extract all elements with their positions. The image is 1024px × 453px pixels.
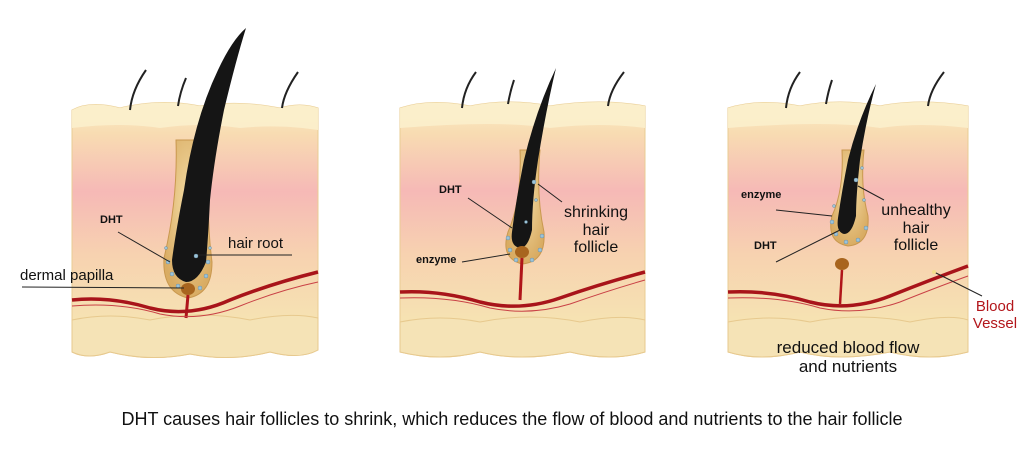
capillary — [838, 269, 844, 305]
label-enzyme: enzyme — [416, 254, 457, 266]
follicle-cells — [829, 166, 869, 245]
skin-top-layer — [728, 102, 968, 128]
vessel-marker — [932, 270, 936, 274]
label-dht: DHT — [100, 214, 123, 226]
skin-top-layer — [72, 102, 318, 130]
capillary — [184, 294, 190, 319]
blood-vessel — [71, 270, 319, 314]
short-hair — [785, 71, 801, 109]
skin-bottom-layer — [399, 316, 646, 358]
capillary — [518, 257, 524, 301]
dermal-papilla — [181, 283, 195, 295]
follicle-cells — [505, 179, 545, 263]
blood-vessel — [399, 270, 646, 308]
detached-papilla — [835, 258, 849, 270]
label-unhealthy-follicle: unhealthy hair follicle — [881, 202, 951, 255]
leader-enzyme — [461, 253, 511, 263]
short-hair — [927, 71, 945, 107]
skin-bottom-layer — [727, 316, 969, 358]
caption: DHT causes hair follicles to shrink, whi… — [121, 409, 903, 429]
label-dht: DHT — [439, 184, 462, 196]
blood-vessel — [727, 264, 969, 308]
blood-vessel-thin — [71, 281, 319, 318]
label-blood-vessel: Blood Vessel — [972, 298, 1018, 332]
label-enzyme: enzyme — [741, 189, 782, 201]
hair-shaft — [172, 28, 246, 282]
hair-shaft — [511, 68, 556, 248]
follicle-cells — [164, 246, 212, 291]
leader-blood-vessel — [933, 271, 983, 297]
leader-dermal-papilla — [21, 286, 185, 289]
short-hair — [281, 71, 299, 109]
leader-dht — [467, 197, 513, 229]
skin-bottom-layer — [71, 314, 319, 359]
skin-top-layer — [400, 102, 645, 128]
short-hair — [177, 77, 187, 107]
panel-3-unhealthy — [727, 71, 983, 358]
blood-vessel-thin — [399, 279, 646, 312]
short-hair — [507, 79, 515, 105]
panel-2-shrinking — [399, 68, 646, 358]
short-hair — [825, 79, 833, 105]
leader-enzyme — [775, 209, 833, 217]
leader-dht — [775, 229, 841, 263]
label-shrinking-follicle: shrinking hair follicle — [563, 204, 629, 257]
dermal-papilla — [515, 246, 529, 258]
leader-follicle — [857, 185, 885, 201]
short-hair — [461, 71, 477, 109]
label-hair-root: hair root — [228, 235, 284, 252]
short-hair — [129, 69, 147, 111]
short-hair — [607, 71, 625, 107]
leader-dht — [117, 231, 171, 263]
hair-shaft — [837, 84, 876, 234]
label-dermal-papilla: dermal papilla — [20, 267, 114, 284]
label-reduced-flow: reduced blood flow and nutrients — [776, 338, 920, 376]
blood-vessel-thin — [727, 275, 969, 312]
leader-follicle — [537, 183, 563, 203]
label-dht: DHT — [754, 240, 777, 252]
panel-1-healthy — [21, 28, 319, 359]
